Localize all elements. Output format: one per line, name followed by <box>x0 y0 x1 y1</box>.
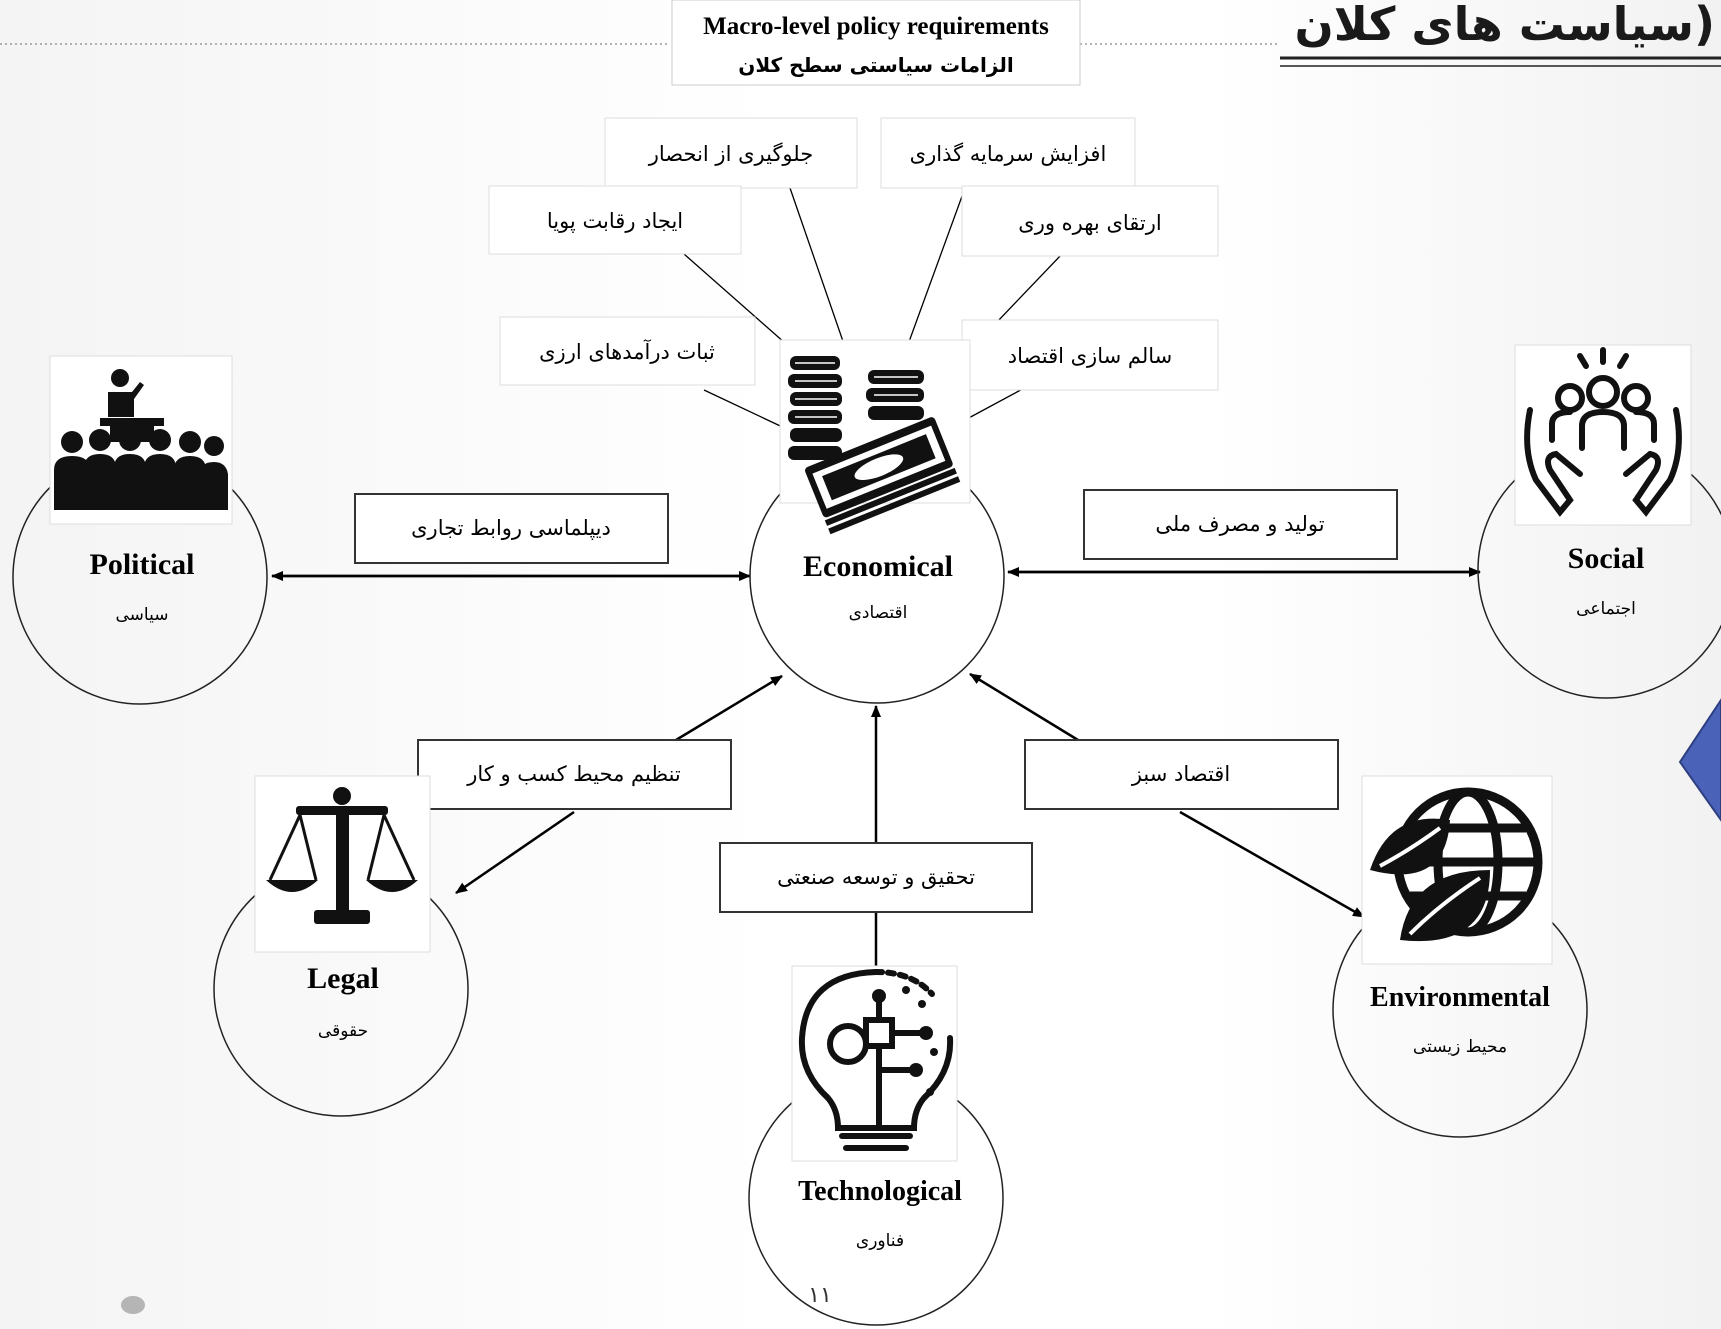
node-label-environmental: Environmental محیط زیستی <box>1370 982 1550 1057</box>
svg-text:جلوگیری از انحصار: جلوگیری از انحصار <box>648 142 813 166</box>
svg-text:سیاست های کلان): سیاست های کلان) <box>1294 0 1715 51</box>
svg-text:فناوری: فناوری <box>856 1231 904 1251</box>
svg-text:Social: Social <box>1568 542 1645 575</box>
speaker-audience-icon <box>49 355 233 525</box>
node-label-economical: Economical اقتصادی <box>803 550 953 623</box>
requirement-box-5: ثبات درآمدهای ارزی <box>499 316 756 386</box>
svg-text:محیط زیستی: محیط زیستی <box>1413 1037 1507 1057</box>
link-box-technological: تحقیق و توسعه صنعتی <box>719 842 1033 913</box>
requirement-box-6: سالم سازی اقتصاد <box>961 319 1219 391</box>
lightbulb-circuit-icon <box>791 965 958 1162</box>
requirement-box-4: ارتقای بهره وری <box>961 185 1219 257</box>
svg-text:ارتقای بهره وری: ارتقای بهره وری <box>1018 211 1161 235</box>
svg-text:سالم سازی اقتصاد: سالم سازی اقتصاد <box>1008 344 1172 369</box>
svg-text:Legal: Legal <box>307 962 379 995</box>
svg-text:Political: Political <box>90 548 195 581</box>
svg-text:اقتصادی: اقتصادی <box>849 603 908 623</box>
requirement-box-2: افزایش سرمایه گذاری <box>880 117 1136 189</box>
link-box-legal: تنظیم محیط کسب و کار <box>417 739 732 810</box>
link-box-political: دیپلماسی روابط تجاری <box>354 493 669 564</box>
slide-title: سیاست های کلان) <box>1280 0 1721 67</box>
requirement-box-3: ایجاد رقابت پویا <box>488 185 742 255</box>
node-label-technological: Technological فناوری <box>798 1176 962 1251</box>
svg-text:تنظیم محیط کسب و کار: تنظیم محیط کسب و کار <box>466 762 681 787</box>
svg-text:افزایش سرمایه گذاری: افزایش سرمایه گذاری <box>910 142 1107 166</box>
node-label-social: Social اجتماعی <box>1568 542 1645 619</box>
svg-text:ایجاد رقابت پویا: ایجاد رقابت پویا <box>547 209 683 233</box>
connections <box>271 567 1481 970</box>
svg-text:حقوقی: حقوقی <box>318 1021 368 1041</box>
svg-text:Environmental: Environmental <box>1370 982 1550 1013</box>
node-label-legal: Legal حقوقی <box>307 962 379 1041</box>
slide-decor-triangle <box>1678 698 1721 822</box>
scales-icon <box>254 775 431 953</box>
svg-text:Macro-level policy requirement: Macro-level policy requirements <box>703 13 1049 40</box>
svg-text:تحقیق و توسعه صنعتی: تحقیق و توسعه صنعتی <box>777 865 975 889</box>
page-number: ۱۱ <box>808 1283 832 1308</box>
leaf-globe-icon <box>1361 775 1553 965</box>
slide-dot <box>121 1296 145 1314</box>
svg-text:اجتماعی: اجتماعی <box>1576 599 1636 619</box>
link-box-social: تولید و مصرف ملی <box>1083 489 1398 560</box>
svg-text:اقتصاد سبز: اقتصاد سبز <box>1131 762 1230 786</box>
svg-text:سیاسی: سیاسی <box>116 605 169 625</box>
hands-holding-people-icon <box>1514 344 1692 526</box>
svg-text:Technological: Technological <box>798 1176 962 1207</box>
svg-text:تولید و مصرف ملی: تولید و مصرف ملی <box>1155 512 1324 536</box>
coins-and-cash-icon <box>779 339 971 535</box>
link-box-environmental: اقتصاد سبز <box>1024 739 1339 810</box>
svg-text:Economical: Economical <box>803 550 953 583</box>
svg-text:ثبات درآمدهای ارزی: ثبات درآمدهای ارزی <box>539 339 715 364</box>
header-box: Macro-level policy requirements الزامات … <box>671 0 1081 86</box>
svg-text:دیپلماسی روابط تجاری: دیپلماسی روابط تجاری <box>411 516 611 540</box>
requirement-box-1: جلوگیری از انحصار <box>604 117 858 189</box>
svg-text:الزامات سیاستی سطح کلان: الزامات سیاستی سطح کلان <box>738 53 1013 77</box>
node-label-political: Political سیاسی <box>90 548 195 625</box>
